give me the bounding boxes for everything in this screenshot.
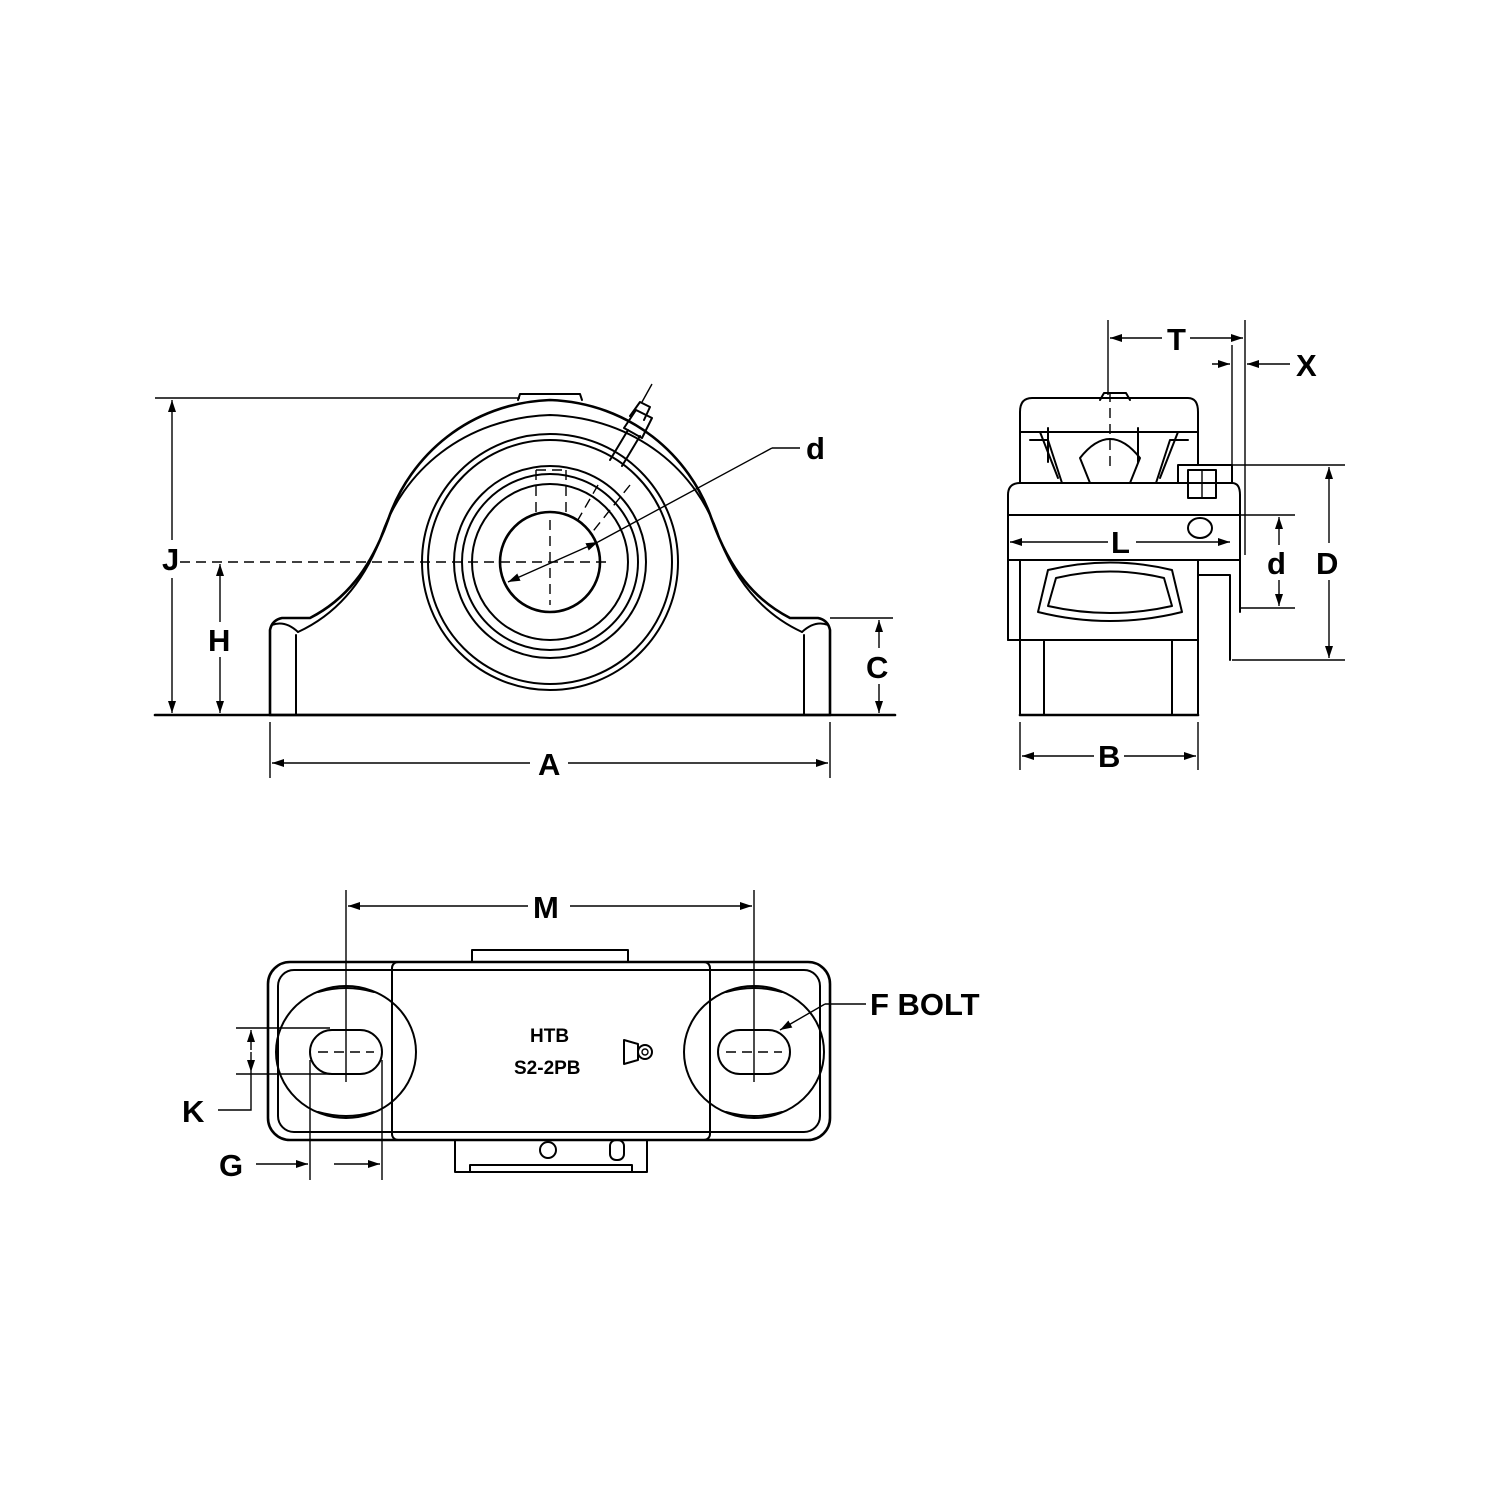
marking-line-1: HTB (530, 1026, 569, 1047)
screw-hole (1187, 517, 1213, 539)
collar-hole-left (539, 1141, 557, 1159)
label-D: D (1316, 546, 1338, 581)
front-view: d J H C A (153, 383, 897, 782)
label-T: T (1167, 322, 1186, 357)
label-B: B (1098, 739, 1120, 774)
label-H: H (208, 623, 230, 658)
right-boss-bottom-flat (725, 1111, 783, 1117)
label-M: M (533, 890, 559, 925)
housing-inner-contour (297, 414, 803, 633)
top-fitting (1099, 392, 1131, 401)
set-screw (1187, 469, 1217, 499)
label-d-side: d (1267, 546, 1286, 581)
left-boss-bottom-flat (317, 1111, 375, 1117)
collar (1177, 464, 1233, 484)
d-leader (507, 541, 599, 583)
d-leader-ext (597, 447, 773, 543)
marking-line-2: S2-2PB (514, 1058, 581, 1079)
top-cap (517, 393, 583, 401)
label-K: K (182, 1094, 205, 1129)
label-C: C (866, 650, 888, 685)
top-tab (471, 949, 629, 963)
left-foot-top (271, 622, 299, 633)
side-view: L T X d D B (1007, 320, 1345, 774)
lower-cavity-inner (1047, 570, 1173, 614)
label-J: J (162, 542, 179, 577)
center-body (391, 961, 711, 1141)
label-X: X (1296, 348, 1317, 383)
top-view: HTB S2-2PB M F BOLT K G (182, 890, 980, 1183)
label-L: L (1111, 525, 1130, 560)
bottom-collar (454, 1139, 648, 1173)
label-A: A (538, 747, 560, 782)
housing-section-top (1019, 397, 1199, 433)
left-seal (1029, 431, 1063, 484)
right-seal (1155, 431, 1189, 484)
k-leader (218, 1072, 252, 1111)
grease-fitting (574, 383, 653, 536)
lower-cavity (1037, 561, 1183, 622)
housing-outline (268, 398, 832, 717)
lower-side (1007, 574, 1231, 661)
grease-fitting-icon (623, 1039, 653, 1065)
ball-outline (1079, 438, 1141, 484)
label-F-bolt: F BOLT (870, 987, 980, 1022)
set-screw-hidden (535, 469, 567, 512)
collar-hole-right (609, 1139, 625, 1161)
base-plate-inner (277, 969, 821, 1133)
housing-lower-inner (1019, 639, 1199, 716)
f-bolt-leader (779, 1003, 826, 1031)
label-G: G (219, 1148, 243, 1183)
label-d-front: d (806, 431, 825, 466)
right-foot-top (801, 622, 829, 633)
